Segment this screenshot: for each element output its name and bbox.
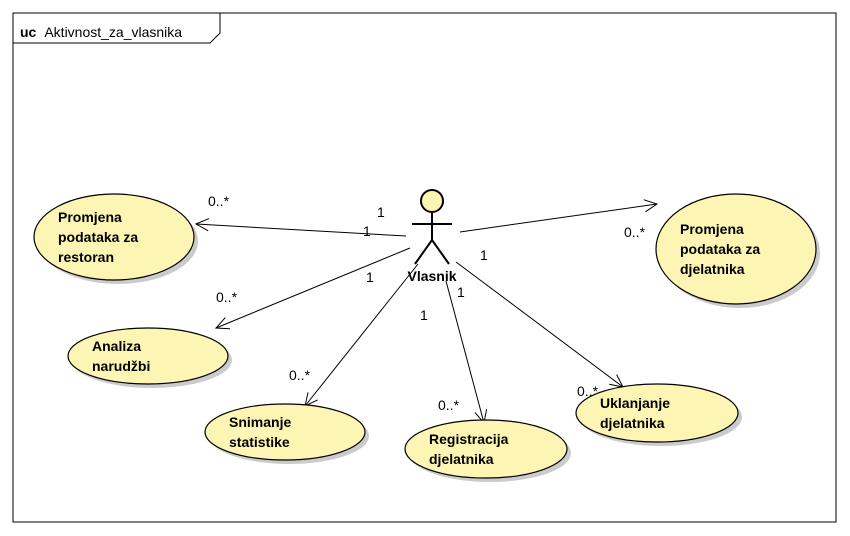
use-case-uc5[interactable]: Uklanjanje djelatnika (575, 383, 742, 446)
usecase-multiplicity: 0..* (289, 367, 311, 383)
usecase-multiplicity: 0..* (208, 193, 230, 209)
actor-multiplicity: 1 (366, 269, 374, 285)
use-case-label: Analiza (92, 338, 141, 354)
actor-right-leg (431, 239, 450, 265)
usecase-multiplicity: 0..* (438, 397, 460, 413)
association-line (455, 261, 624, 388)
actor-multiplicity: 1 (457, 284, 465, 300)
use-case-ellipse (404, 419, 568, 479)
use-case-ellipse (655, 193, 817, 305)
navigability-arrow-icon (214, 317, 231, 330)
usecase-multiplicity: 0..* (216, 289, 238, 305)
use-case-label: djelatnika (600, 415, 665, 431)
actor-multiplicity: 1 (420, 307, 428, 323)
use-case-label: Promjena (58, 209, 122, 225)
actor-head (420, 189, 444, 213)
association-uc4[interactable]: 1 0..* (438, 280, 488, 425)
association-line (195, 223, 407, 237)
use-case-label: Registracija (429, 431, 509, 447)
use-case-label: Promjena (680, 221, 744, 237)
actor-multiplicity: 1 (480, 247, 488, 263)
actor-vlasnik[interactable]: Vlasnik (407, 189, 457, 284)
navigability-arrow-icon (194, 218, 210, 232)
association-line (445, 280, 485, 424)
use-case-uc3[interactable]: Snimanje statistike (204, 403, 369, 464)
frame-title: uc Aktivnost_za_vlasnika (20, 24, 182, 41)
use-case-ellipse (575, 383, 739, 443)
use-case-label: Snimanje (229, 414, 291, 430)
use-case-label: djelatnika (429, 451, 494, 467)
use-case-label: podataka za (680, 241, 760, 257)
use-case-label: Uklanjanje (600, 395, 670, 411)
use-case-label: podataka za (58, 229, 138, 245)
use-case-label: statistike (229, 434, 290, 450)
usecase-multiplicity: 0..* (624, 224, 646, 240)
use-case-uc1[interactable]: Promjena podataka za restoran (33, 193, 198, 284)
use-case-uc4[interactable]: Registracija djelatnika (404, 419, 571, 482)
use-case-label: narudžbi (92, 358, 150, 374)
association-uc1[interactable]: 1 0..* (194, 193, 407, 239)
use-case-label: restoran (58, 249, 114, 265)
association-uc6[interactable]: 1 0..* (377, 199, 659, 240)
use-case-ellipse (204, 403, 366, 461)
association-line (215, 247, 411, 329)
association-line (304, 263, 419, 407)
association-uc2[interactable]: 1 0..* (214, 247, 411, 330)
frame-keyword: uc (20, 24, 37, 40)
actor-multiplicity: 1 (377, 204, 385, 220)
actor-multiplicity: 1 (363, 223, 371, 239)
actor-left-leg (414, 239, 433, 265)
frame-name: Aktivnost_za_vlasnika (44, 24, 182, 40)
navigability-arrow-icon (643, 199, 659, 213)
association-line (459, 203, 658, 233)
actor-name: Vlasnik (407, 268, 456, 284)
associations: 10..*10..*10..*10..*10..*10..* (194, 193, 659, 425)
frame-title-tab (12, 12, 221, 44)
use-case-ellipse (33, 193, 195, 281)
use-case-ellipse (67, 327, 229, 385)
use-case-uc2[interactable]: Analiza narudžbi (67, 327, 232, 388)
use-case-uc6[interactable]: Promjena podataka za djelatnika (655, 193, 820, 308)
use-case-label: djelatnika (680, 261, 745, 277)
